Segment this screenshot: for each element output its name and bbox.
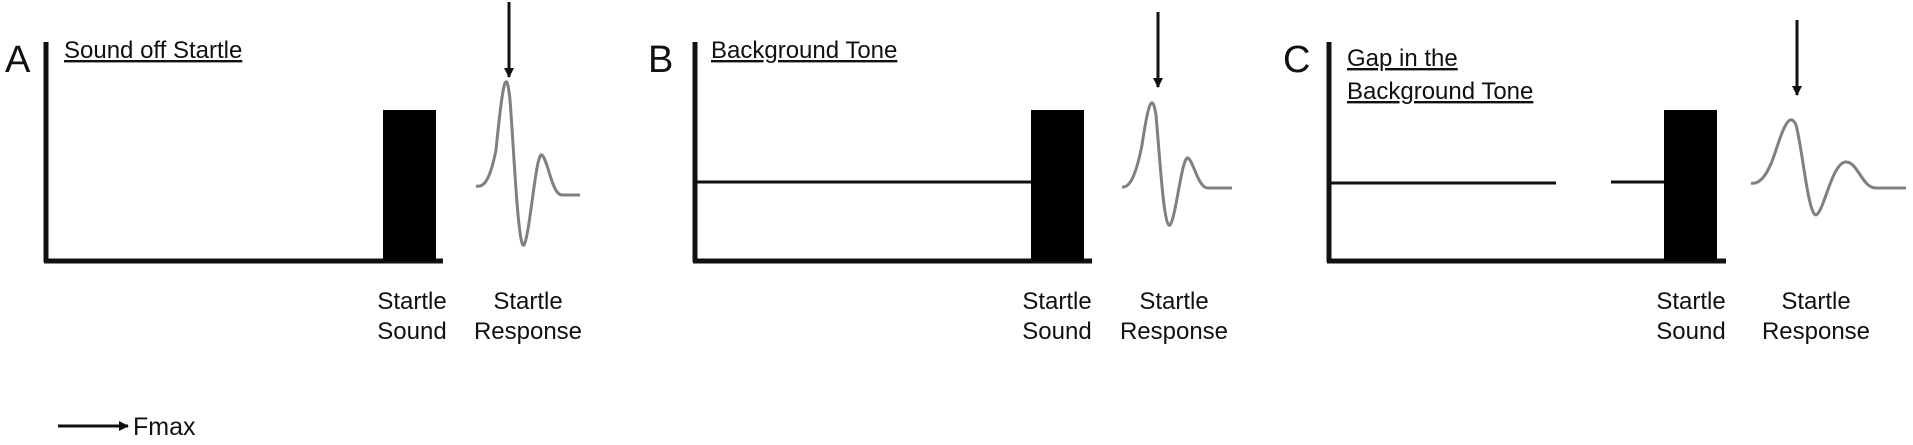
startle-response-label-line1: Startle <box>493 288 562 315</box>
panel-title: Sound off Startle <box>64 37 242 64</box>
startle-response-label-line1: Startle <box>1781 288 1850 315</box>
startle-response-waveform <box>1750 118 1906 217</box>
panel-c: C Gap in the Background Tone Startle Sou… <box>1283 20 1906 345</box>
startle-sound-pulse <box>383 110 436 261</box>
startle-sound-label-line2: Sound <box>1656 318 1725 345</box>
panel-title: Background Tone <box>711 37 897 64</box>
startle-response-label-line2: Response <box>1762 318 1870 345</box>
startle-sound-label-line2: Sound <box>377 318 446 345</box>
startle-response-label-line1: Startle <box>1139 288 1208 315</box>
panel-title-line1: Gap in the <box>1347 45 1458 72</box>
panel-letter: C <box>1283 39 1310 81</box>
panel-letter: B <box>648 39 673 81</box>
startle-sound-label-line1: Startle <box>1656 288 1725 315</box>
panel-a: A Sound off Startle Startle Sound Startl… <box>5 2 582 345</box>
legend: Fmax <box>58 413 196 441</box>
legend-label: Fmax <box>133 413 196 440</box>
startle-sound-label-line1: Startle <box>1022 288 1091 315</box>
startle-response-waveform <box>475 80 580 247</box>
startle-response-label-line2: Response <box>1120 318 1228 345</box>
startle-sound-label-line1: Startle <box>377 288 446 315</box>
startle-sound-pulse <box>1031 110 1084 261</box>
startle-response-label-line2: Response <box>474 318 582 345</box>
startle-sound-pulse <box>1664 110 1717 261</box>
startle-sound-label-line2: Sound <box>1022 318 1091 345</box>
panel-title-line2: Background Tone <box>1347 78 1533 105</box>
panel-letter: A <box>5 39 31 81</box>
panel-b: B Background Tone Startle Sound Startle … <box>648 12 1232 345</box>
startle-response-waveform <box>1121 101 1232 227</box>
